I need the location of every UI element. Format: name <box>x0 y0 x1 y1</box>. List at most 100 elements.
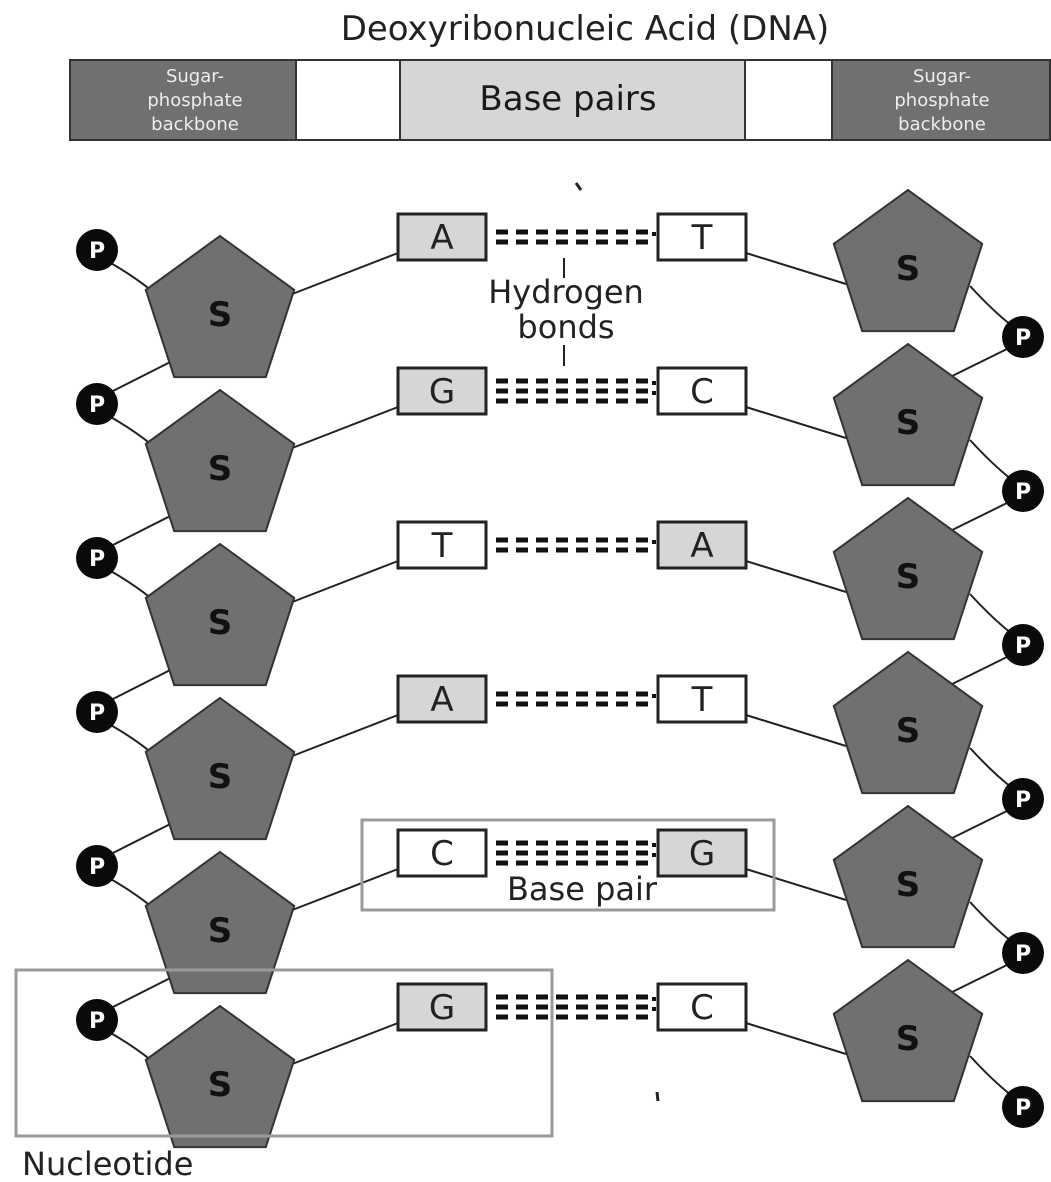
right-sugar-pentagon <box>832 496 984 641</box>
hydrogen-bonds-annotation: Hydrogen bonds <box>488 258 644 366</box>
right-sugar-label: S <box>896 557 921 597</box>
right-sugar-phosphate-link <box>969 285 1012 326</box>
left-base-letter: T <box>431 526 453 566</box>
key-spacer-left <box>295 59 401 141</box>
right-phosphate-circle <box>1002 470 1044 512</box>
right-base-sugar-link <box>745 1022 847 1055</box>
stray-mark-top <box>574 182 583 191</box>
right-sugar-pentagon <box>832 342 984 487</box>
right-base-box <box>656 212 748 262</box>
right-sugar-phosphate-link <box>969 593 1012 634</box>
right-sugar-pentagon <box>832 958 984 1103</box>
left-base-box <box>396 212 488 262</box>
left-base-box <box>396 828 488 878</box>
left-sugar-label: S <box>208 1065 233 1105</box>
right-base-box <box>656 366 748 416</box>
right-sugar-label: S <box>896 1019 921 1059</box>
right-base-letter: A <box>690 526 713 566</box>
right-phosphate-label: P <box>1015 942 1031 967</box>
left-sugar-base-link <box>281 868 399 915</box>
base-pair-label: Base pair <box>507 870 658 908</box>
right-base-sugar-link <box>745 560 847 593</box>
right-base-box <box>656 982 748 1032</box>
right-phosphate-label: P <box>1015 480 1031 505</box>
left-sugar-pentagon <box>144 234 296 379</box>
right-phosphate-label: P <box>1015 1096 1031 1121</box>
key-bar: Sugar- phosphate backbone Base pairs Sug… <box>69 59 1051 141</box>
right-phosphate-circle <box>1002 778 1044 820</box>
right-sugar-pentagon <box>832 804 984 949</box>
left-base-letter: G <box>429 372 455 412</box>
left-phosphate-circle <box>76 229 118 271</box>
base-pair-highlight-box <box>360 818 776 912</box>
key-left-backbone-line1: Sugar- <box>166 66 224 87</box>
right-phosphate-circle <box>1002 1086 1044 1128</box>
left-phosphate-circle <box>76 537 118 579</box>
left-sugar-pentagon <box>144 388 296 533</box>
right-base-letter: C <box>690 988 714 1028</box>
right-sugar-label: S <box>896 865 921 905</box>
right-phosphate-label: P <box>1015 788 1031 813</box>
right-base-box <box>656 828 748 878</box>
key-left-backbone-line3: backbone <box>151 114 239 135</box>
right-sugar-label: S <box>896 711 921 751</box>
right-base-letter: G <box>689 834 715 874</box>
left-sugar-pentagon <box>144 696 296 841</box>
left-base-box <box>396 674 488 724</box>
right-base-letter: T <box>691 218 713 258</box>
right-base-sugar-link <box>745 252 847 285</box>
right-base-sugar-link <box>745 714 847 747</box>
key-base-pairs-label: Base pairs <box>479 79 656 119</box>
right-base-letter: T <box>691 680 713 720</box>
right-base-box <box>656 674 748 724</box>
right-sugar-label: S <box>896 249 921 289</box>
left-base-letter: C <box>430 834 454 874</box>
key-left-backbone-line2: phosphate <box>147 90 242 111</box>
hydrogen-bonds-label-line2: bonds <box>517 308 614 346</box>
hydrogen-bonds-label-line1: Hydrogen <box>488 273 644 311</box>
left-phosphate-circle <box>76 691 118 733</box>
left-sugar-pentagon <box>144 542 296 687</box>
left-base-letter: A <box>430 218 453 258</box>
right-sugar-label: S <box>896 403 921 443</box>
left-phosphate-label: P <box>89 1009 105 1034</box>
right-base-letter: C <box>690 372 714 412</box>
right-phosphate-label: P <box>1015 326 1031 351</box>
left-sugar-label: S <box>208 449 233 489</box>
key-left-backbone-block <box>69 59 297 141</box>
left-sugar-base-link <box>281 406 399 453</box>
nucleotide-label: Nucleotide <box>22 1145 193 1182</box>
left-phosphate-label: P <box>89 701 105 726</box>
right-sugar-pentagon <box>832 188 984 333</box>
left-phosphate-circle <box>76 845 118 887</box>
left-phosphate-label: P <box>89 547 105 572</box>
right-phosphate-circle <box>1002 624 1044 666</box>
right-base-sugar-link <box>745 868 847 901</box>
right-base-box <box>656 520 748 570</box>
key-spacer-right <box>744 59 833 141</box>
left-sugar-base-link <box>281 560 399 607</box>
stray-mark-bottom <box>655 1091 660 1102</box>
left-base-box <box>396 520 488 570</box>
left-sugar-label: S <box>208 295 233 335</box>
left-phosphate-label: P <box>89 239 105 264</box>
left-sugar-label: S <box>208 757 233 797</box>
left-base-box <box>396 366 488 416</box>
left-base-letter: G <box>429 988 455 1028</box>
right-sugar-phosphate-link <box>969 1055 1012 1096</box>
left-sugar-label: S <box>208 911 233 951</box>
left-sugar-label: S <box>208 603 233 643</box>
right-sugar-pentagon <box>832 650 984 795</box>
left-sugar-pentagon <box>144 1004 296 1149</box>
right-base-sugar-link <box>745 406 847 439</box>
left-phosphate-label: P <box>89 855 105 880</box>
nucleotide-highlight-box <box>14 968 554 1138</box>
left-sugar-base-link <box>281 714 399 761</box>
base-pair-highlight: Base pair <box>360 818 776 912</box>
diagram-title: Deoxyribonucleic Acid (DNA) <box>341 9 830 49</box>
key-right-backbone-block <box>831 59 1051 141</box>
right-sugar-phosphate-link <box>969 747 1012 788</box>
left-phosphate-circle <box>76 999 118 1041</box>
